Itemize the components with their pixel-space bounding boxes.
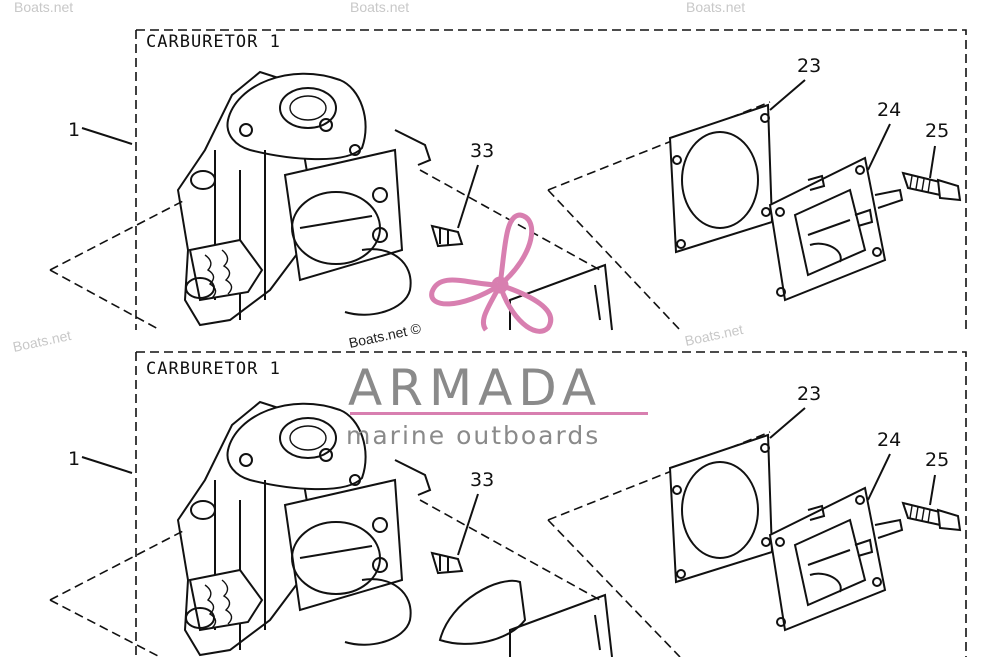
- guide-line: [547, 519, 681, 657]
- callout-25: 25: [925, 449, 949, 471]
- callout-23: 23: [797, 55, 821, 77]
- screw-part-33: 33: [430, 140, 494, 248]
- guide-line: [49, 529, 186, 601]
- diagram-panel-bottom: CARBURETOR 1 1: [49, 351, 967, 657]
- callout-33: 33: [470, 469, 494, 491]
- guide-line: [547, 189, 681, 331]
- guide-line: [49, 599, 161, 657]
- guide-line: [49, 199, 186, 271]
- callout-1: 1: [68, 448, 80, 470]
- panel-border: [135, 29, 967, 330]
- diagram-panel-top: CARBURETOR 1 1: [49, 29, 967, 331]
- callout-33: 33: [470, 140, 494, 162]
- watermark-text: Boats.net: [683, 321, 744, 349]
- watermark-text: Boats.net: [350, 0, 409, 15]
- watermark-text: Boats.net: [14, 0, 73, 15]
- leader-line: [81, 456, 133, 474]
- callout-24: 24: [877, 429, 901, 451]
- guide-line: [419, 499, 601, 601]
- leader-line: [769, 79, 806, 111]
- leader-line: [81, 127, 133, 145]
- watermark-text: Boats.net: [11, 327, 72, 355]
- bolt-part-25: 25: [901, 449, 962, 532]
- top-flange: [226, 402, 367, 491]
- screw-part-33: 33: [430, 469, 494, 575]
- bolt-part-25: 25: [901, 120, 962, 202]
- propeller-logo-icon: [429, 212, 553, 334]
- callout-25: 25: [925, 120, 949, 142]
- leader-line: [867, 453, 891, 501]
- callout-23: 23: [797, 383, 821, 405]
- top-flange: [226, 72, 367, 161]
- plate-part-24: 24: [768, 99, 904, 302]
- guide-line: [49, 269, 161, 331]
- leader-line: [457, 164, 479, 229]
- bracket-fragment: [509, 263, 613, 331]
- leader-line: [867, 123, 891, 171]
- leader-line: [929, 474, 936, 506]
- brand-name: ARMADA: [348, 359, 602, 417]
- gasket-part-23: 23: [668, 55, 821, 254]
- panel-border: [135, 351, 967, 657]
- carburetor-body: [176, 400, 432, 657]
- gasket-part-23: 23: [668, 383, 821, 584]
- panel-title: CARBURETOR 1: [146, 32, 281, 52]
- leader-line: [769, 407, 806, 439]
- armada-logo: Boats.net © ARMADA marine outboards: [346, 212, 648, 450]
- mounting-gasket-face: [283, 478, 404, 612]
- bracket-fragment: [509, 593, 613, 657]
- throttle-valve-fragment: [438, 579, 527, 645]
- mounting-gasket-face: [283, 148, 404, 282]
- carburetor-body: [176, 70, 432, 327]
- plate-part-24: 24: [768, 429, 904, 632]
- leader-line: [457, 493, 479, 556]
- brand-tagline: marine outboards: [346, 421, 600, 450]
- callout-24: 24: [877, 99, 901, 121]
- watermark-text: Boats.net: [686, 0, 745, 15]
- callout-1: 1: [68, 119, 80, 141]
- watermark-registered: Boats.net ©: [347, 320, 423, 351]
- leader-line: [929, 145, 936, 179]
- panel-title: CARBURETOR 1: [146, 359, 281, 379]
- brand-divider: [350, 412, 648, 415]
